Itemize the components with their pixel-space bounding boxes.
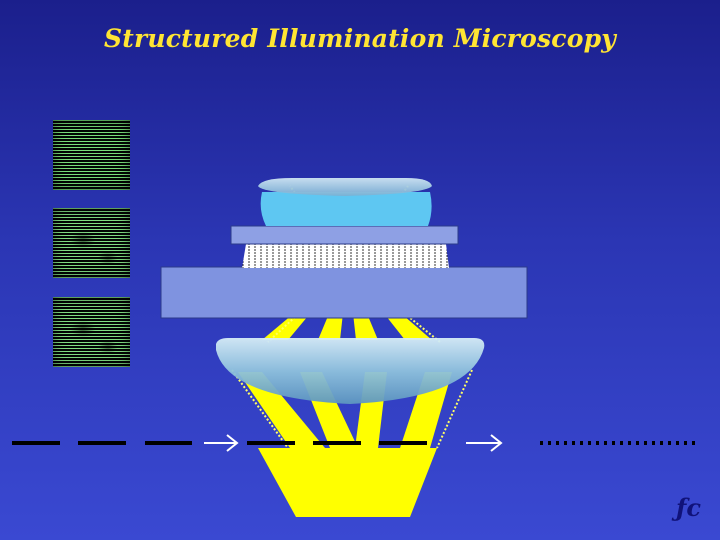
arrow-right-icon (466, 434, 503, 452)
immersion-medium (260, 192, 432, 226)
specimen-slide (160, 266, 528, 319)
coverslip (230, 225, 459, 245)
illumination-source (258, 448, 437, 517)
specimen-layer (242, 244, 449, 268)
objective-lens (216, 338, 485, 404)
slide-title: Structured Illumination Microscopy (104, 24, 616, 53)
pattern-image-cell-2 (53, 297, 130, 367)
logo-icon: ƒc (676, 493, 701, 522)
arrow-right-icon (204, 434, 239, 452)
beam-outer-right (400, 372, 452, 448)
pattern-image-cell-1 (53, 208, 130, 278)
aperture-edge-left (231, 369, 289, 449)
beam-outer-left (238, 372, 325, 448)
condenser-lens (258, 178, 432, 196)
pattern-image-stripes (53, 120, 130, 190)
